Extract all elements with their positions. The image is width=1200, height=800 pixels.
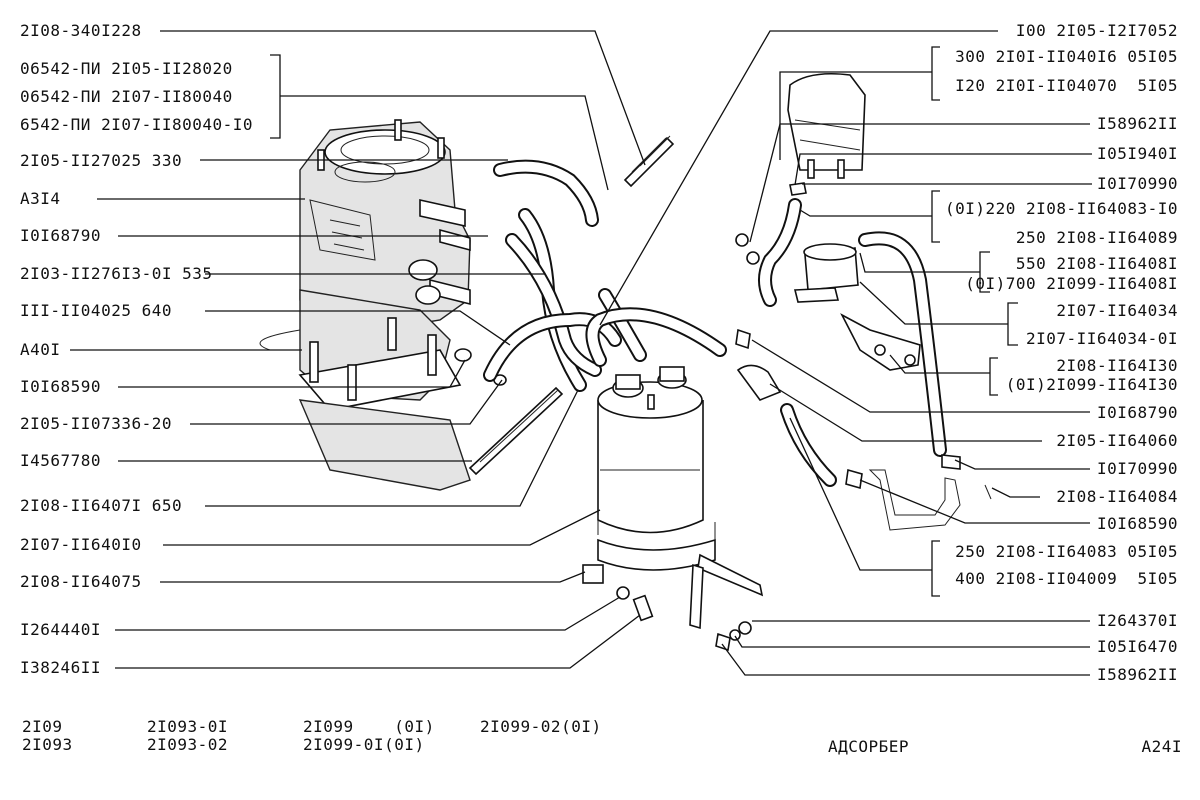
part-label: I20 2I0I-II04070 5I05 bbox=[955, 76, 1178, 95]
part-label: 2I08-II64084 bbox=[1056, 487, 1178, 506]
part-label: A40I bbox=[20, 340, 61, 359]
carburetor-drawing bbox=[259, 119, 507, 491]
part-label: 250 2I08-II64089 bbox=[1015, 228, 1178, 247]
leader-lines-left bbox=[70, 30, 646, 669]
part-label: 2I08-II64I30 bbox=[1056, 356, 1178, 375]
model-code: 2I099 (0I) bbox=[303, 717, 435, 736]
part-label: I05I940I bbox=[1096, 144, 1178, 163]
part-label: 2I05-II27025 330 bbox=[20, 151, 183, 170]
part-label: I0I68790 bbox=[1096, 403, 1178, 422]
part-label: I0I68590 bbox=[20, 377, 102, 396]
part-label: 300 2I0I-II040I6 05I05 bbox=[955, 47, 1178, 66]
part-label: 06542-ПИ 2I07-II80040 bbox=[20, 87, 233, 106]
part-label: 2I03-II276I3-0I 535 bbox=[20, 264, 213, 283]
part-label: I264370I bbox=[1096, 611, 1178, 630]
part-label: I4567780 bbox=[20, 451, 102, 470]
part-label: I58962II bbox=[1096, 665, 1178, 684]
hoses bbox=[483, 159, 992, 531]
part-label: 400 2I08-II04009 5I05 bbox=[955, 569, 1178, 588]
part-label: 06542-ПИ 2I05-II28020 bbox=[20, 59, 233, 78]
model-code: 2I099-0I(0I) bbox=[303, 735, 425, 754]
part-label: (0I)220 2I08-II64083-I0 bbox=[944, 199, 1178, 218]
part-label: I0I68790 bbox=[20, 226, 102, 245]
part-label: I00 2I05-I2I7052 bbox=[1015, 21, 1178, 40]
page-code: A24I bbox=[1141, 737, 1182, 756]
part-label: 2I07-II64034-0I bbox=[1026, 329, 1178, 348]
model-code: 2I093-0I bbox=[147, 717, 229, 736]
leader-lines-right bbox=[599, 30, 1092, 676]
part-label: A3I4 bbox=[20, 189, 61, 208]
part-label: I58962II bbox=[1096, 114, 1178, 133]
part-label: I38246II bbox=[20, 658, 102, 677]
part-label: (0I)2I099-II64I30 bbox=[1005, 375, 1178, 394]
part-label: III-II04025 640 bbox=[20, 301, 172, 320]
model-code: 2I09 bbox=[22, 717, 63, 736]
part-label: 2I05-II64060 bbox=[1056, 431, 1178, 450]
part-label: 250 2I08-II64083 05I05 bbox=[955, 542, 1178, 561]
part-label: 2I05-II07336-20 bbox=[20, 414, 172, 433]
part-label: 2I08-340I228 bbox=[20, 21, 142, 40]
model-code: 2I099-02(0I) bbox=[480, 717, 602, 736]
separator-and-valves bbox=[735, 72, 961, 490]
part-label: I264440I bbox=[20, 620, 102, 639]
diagram-title: АДСОРБЕР bbox=[828, 737, 910, 756]
part-label: 550 2I08-II6408I bbox=[1015, 254, 1178, 273]
tie-straps bbox=[468, 135, 675, 476]
part-label: (0I)700 2I099-II6408I bbox=[965, 274, 1178, 293]
part-label: I0I70990 bbox=[1096, 459, 1178, 478]
part-label: I0I68590 bbox=[1096, 514, 1178, 533]
adsorber-canister bbox=[582, 366, 764, 652]
part-label: 2I07-II64034 bbox=[1056, 301, 1178, 320]
part-label: 2I07-II640I0 bbox=[20, 535, 142, 554]
part-label: 2I08-II64075 bbox=[20, 572, 142, 591]
part-label: I0I70990 bbox=[1096, 174, 1178, 193]
model-code: 2I093 bbox=[22, 735, 73, 754]
part-label: I05I6470 bbox=[1096, 637, 1178, 656]
part-label: 2I08-II6407I 650 bbox=[20, 496, 183, 515]
model-code: 2I093-02 bbox=[147, 735, 229, 754]
part-label: 6542-ПИ 2I07-II80040-I0 bbox=[20, 115, 254, 134]
